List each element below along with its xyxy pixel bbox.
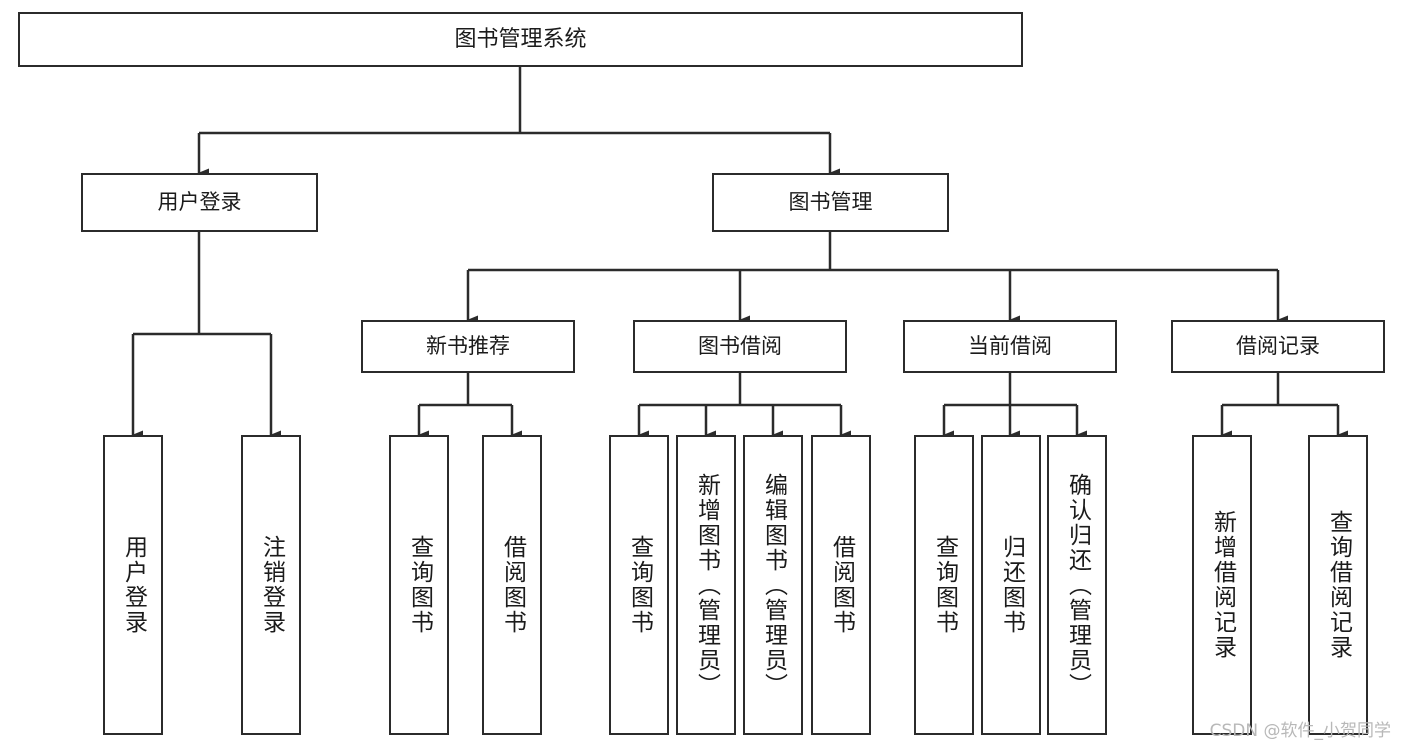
node-user-login-label: 用户登录 — [157, 190, 242, 215]
node-leaf-user-login-label: 用户登录 — [120, 535, 147, 635]
node-book-borrow[interactable]: 图书借阅 — [633, 320, 847, 373]
node-book-borrow-label: 图书借阅 — [698, 334, 782, 359]
node-leaf-logout[interactable]: 注销登录 — [241, 435, 301, 735]
node-leaf-edit-book-admin-label: 编辑图书（管理员） — [760, 472, 787, 698]
node-root[interactable]: 图书管理系统 — [18, 12, 1023, 67]
node-leaf-add-record[interactable]: 新增借阅记录 — [1192, 435, 1252, 735]
node-book-manage[interactable]: 图书管理 — [712, 173, 949, 232]
node-leaf-add-book-admin-label: 新增图书（管理员） — [693, 472, 720, 698]
node-user-login[interactable]: 用户登录 — [81, 173, 318, 232]
node-leaf-return-book-label: 归还图书 — [998, 535, 1025, 635]
node-leaf-user-login[interactable]: 用户登录 — [103, 435, 163, 735]
node-leaf-query-book-1[interactable]: 查询图书 — [389, 435, 449, 735]
node-new-book-rec[interactable]: 新书推荐 — [361, 320, 575, 373]
node-leaf-logout-label: 注销登录 — [258, 535, 285, 635]
node-leaf-add-record-label: 新增借阅记录 — [1209, 510, 1236, 660]
node-borrow-record-label: 借阅记录 — [1236, 334, 1320, 359]
node-leaf-add-book-admin[interactable]: 新增图书（管理员） — [676, 435, 736, 735]
node-leaf-confirm-return-admin-label: 确认归还（管理员） — [1064, 472, 1091, 698]
node-leaf-query-book-1-label: 查询图书 — [406, 535, 433, 635]
node-current-borrow-label: 当前借阅 — [968, 334, 1052, 359]
node-root-label: 图书管理系统 — [454, 26, 587, 52]
node-leaf-query-record[interactable]: 查询借阅记录 — [1308, 435, 1368, 735]
node-leaf-borrow-book-2-label: 借阅图书 — [828, 535, 855, 635]
node-leaf-confirm-return-admin[interactable]: 确认归还（管理员） — [1047, 435, 1107, 735]
node-leaf-borrow-book-1[interactable]: 借阅图书 — [482, 435, 542, 735]
node-leaf-borrow-book-2[interactable]: 借阅图书 — [811, 435, 871, 735]
node-new-book-rec-label: 新书推荐 — [426, 334, 510, 359]
watermark: CSDN @软件_小贺同学 — [1209, 721, 1391, 741]
node-current-borrow[interactable]: 当前借阅 — [903, 320, 1117, 373]
node-leaf-query-book-3[interactable]: 查询图书 — [914, 435, 974, 735]
node-book-manage-label: 图书管理 — [788, 190, 873, 215]
node-borrow-record[interactable]: 借阅记录 — [1171, 320, 1385, 373]
node-leaf-query-book-3-label: 查询图书 — [931, 535, 958, 635]
node-leaf-borrow-book-1-label: 借阅图书 — [499, 535, 526, 635]
node-leaf-query-book-2[interactable]: 查询图书 — [609, 435, 669, 735]
node-leaf-query-book-2-label: 查询图书 — [626, 535, 653, 635]
node-leaf-query-record-label: 查询借阅记录 — [1325, 510, 1352, 660]
node-leaf-edit-book-admin[interactable]: 编辑图书（管理员） — [743, 435, 803, 735]
node-leaf-return-book[interactable]: 归还图书 — [981, 435, 1041, 735]
